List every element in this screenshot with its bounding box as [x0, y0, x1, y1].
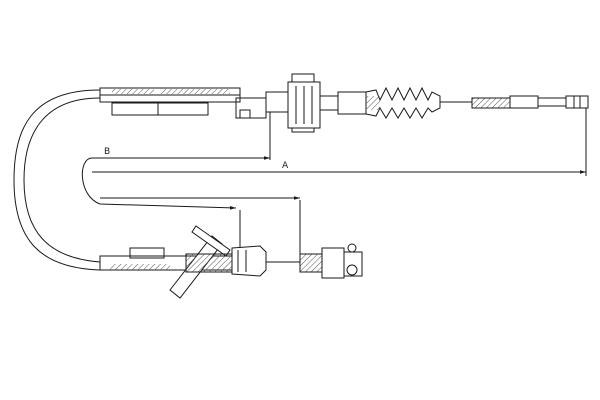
- cable-sheath-outer: [13, 89, 101, 271]
- right-end-fitting: [471, 95, 589, 109]
- dimension-label-b: B: [104, 147, 110, 157]
- dimension-line-a: [81, 157, 237, 210]
- lower-ferrule: [231, 245, 267, 277]
- adjuster-nut: [265, 73, 367, 133]
- cable-sheath-inner: [23, 97, 101, 263]
- upper-sheath: [99, 87, 267, 119]
- dimension-label-a: A: [282, 161, 289, 171]
- lower-clevis: [299, 243, 363, 279]
- rubber-bellows: [365, 86, 441, 119]
